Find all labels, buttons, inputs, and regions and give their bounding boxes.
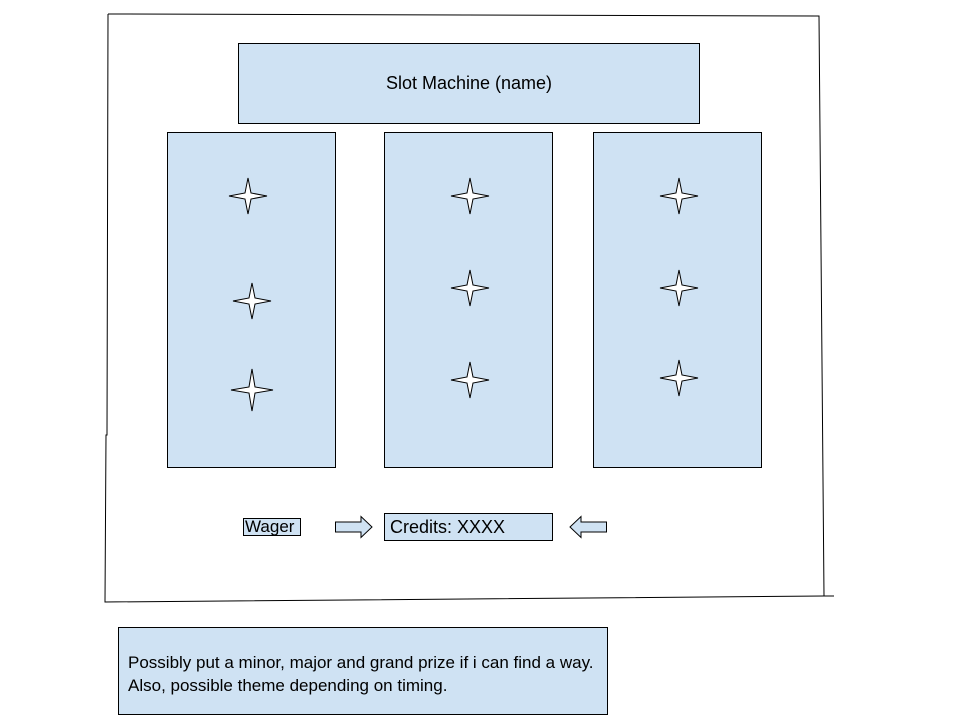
- machine-title-text: Slot Machine (name): [385, 73, 553, 93]
- credits-display: Credits: XXXX: [384, 513, 553, 541]
- design-note-text: Possibly put a minor, major and grand pr…: [128, 653, 594, 695]
- reel-right: [593, 132, 762, 468]
- wager-label-text: Wager: [245, 517, 295, 536]
- star-icon: [450, 177, 490, 215]
- star-icon: [659, 269, 699, 307]
- star-icon: [230, 368, 274, 412]
- star-icon: [450, 269, 490, 307]
- star-icon: [228, 177, 268, 215]
- wager-label[interactable]: Wager: [243, 518, 301, 536]
- machine-title: Slot Machine (name): [238, 43, 700, 124]
- star-icon: [659, 177, 699, 215]
- star-icon: [232, 282, 272, 320]
- reel-left: [167, 132, 336, 468]
- arrow-right-icon[interactable]: [334, 515, 374, 539]
- credits-text: Credits: XXXX: [390, 517, 506, 537]
- design-note: Possibly put a minor, major and grand pr…: [118, 627, 608, 715]
- reel-middle: [384, 132, 553, 468]
- arrow-left-icon[interactable]: [568, 515, 608, 539]
- star-icon: [450, 361, 490, 399]
- star-icon: [659, 359, 699, 397]
